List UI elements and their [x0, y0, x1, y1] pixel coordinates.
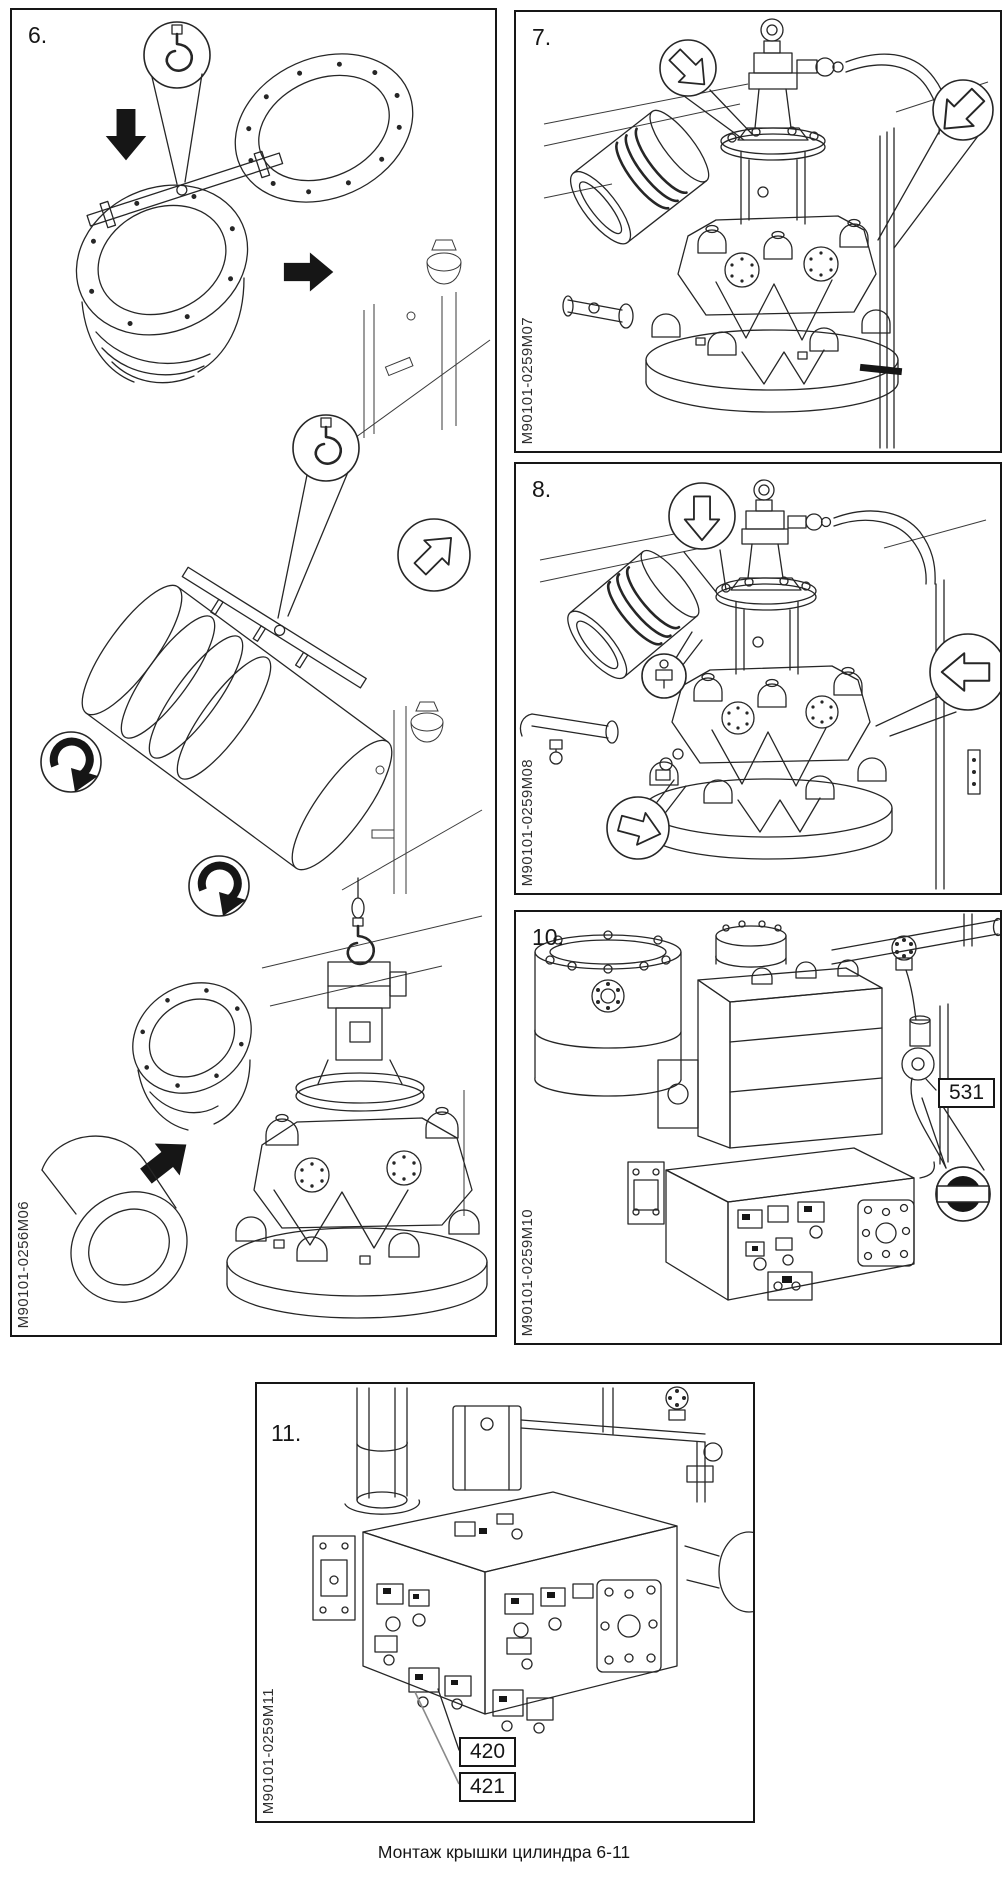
- lifting-eye-icon: [753, 479, 775, 501]
- accumulator-cylinder: [534, 930, 682, 1097]
- base-flange: [645, 309, 899, 413]
- direction-arrow-balloon: [606, 779, 687, 860]
- cylinder-cover-casting: [253, 1106, 473, 1249]
- exhaust-cylinder: [570, 109, 710, 245]
- direction-arrow-balloon: [659, 39, 753, 141]
- hydraulic-fitting: [748, 40, 950, 135]
- callout-leader-531: [925, 1078, 937, 1091]
- figure-panel-step-10: 10. M90101-0259M10 531: [514, 910, 1002, 1345]
- hydraulic-lifting-tool: [317, 961, 407, 1085]
- rotate-cw-arrow-icon: [188, 855, 250, 917]
- engine-outline-sketch: [351, 239, 491, 441]
- hydraulic-control-block: [312, 1491, 678, 1715]
- figure-panel-step-11: 11. M90101-0259M11 420 421: [255, 1382, 755, 1823]
- figure-code: M90101-0259M10: [519, 1208, 536, 1336]
- distribution-flange: [715, 576, 817, 611]
- direction-arrow-balloon: [875, 633, 1000, 737]
- base-flange: [226, 1209, 488, 1319]
- hydraulic-pipes: [935, 579, 981, 890]
- pump-block: [657, 959, 883, 1149]
- valve-cluster: [408, 1667, 554, 1734]
- step-number: 10.: [532, 924, 564, 950]
- engine-outline-sketch: [341, 701, 483, 894]
- hydraulic-control-block: [627, 1147, 915, 1301]
- callout-420: 420: [459, 1737, 517, 1767]
- ne-arrow-icon: [140, 1143, 187, 1184]
- crane-hook-icon: [346, 877, 376, 966]
- figure-panel-step-7: 7. M90101-0259M07: [514, 10, 1002, 453]
- direction-arrow-balloon: [668, 482, 736, 593]
- technical-illustration: [312, 1386, 753, 1785]
- lifting-eye-icon: [760, 18, 784, 42]
- booster-cylinder: [715, 920, 787, 968]
- figure-panel-step-6: 6. M90101-0256M06: [10, 8, 497, 1337]
- crane-hook-icon: [143, 21, 211, 185]
- tank-block: [452, 1405, 522, 1491]
- cylinder-cover-casting: [677, 215, 877, 341]
- cylinder-liner: [75, 184, 249, 384]
- spare-sleeve: [41, 1135, 188, 1303]
- figure-panel-step-8: 8. M90101-0259M08: [514, 462, 1002, 895]
- magnified-valve-detail: [641, 631, 703, 699]
- right-arrow-icon: [283, 252, 334, 292]
- hydraulic-fitting: [741, 499, 936, 585]
- direction-arrow-balloon: [877, 79, 994, 249]
- step-number: 7.: [532, 24, 552, 50]
- figure-code: M90101-0256M06: [15, 1200, 32, 1328]
- base-flange: [643, 757, 893, 860]
- side-pipe: [562, 295, 634, 329]
- cylinder-liner: [132, 982, 252, 1131]
- callout-leader-420: [437, 1688, 460, 1751]
- page-caption: Монтаж крышки цилиндра 6-11: [377, 1842, 631, 1862]
- sealing-ring: [234, 53, 414, 203]
- cylinder-cover-casting: [671, 665, 871, 787]
- figure-code: M90101-0259M08: [519, 758, 536, 886]
- magnified-seal-detail: [921, 1097, 991, 1222]
- distribution-flange: [720, 126, 826, 161]
- step-number: 11.: [271, 1420, 302, 1446]
- figure-code: M90101-0259M11: [260, 1687, 277, 1814]
- crane-hook-icon: [277, 414, 360, 619]
- supply-pipe: [831, 913, 1000, 1021]
- callout-531: 531: [938, 1078, 996, 1108]
- drain-pipe: [519, 713, 619, 765]
- top-piping: [520, 1386, 723, 1503]
- step-number: 6.: [28, 22, 48, 48]
- figure-code: M90101-0259M07: [519, 316, 536, 444]
- technical-illustration: [40, 21, 491, 1319]
- down-arrow-icon: [105, 109, 147, 161]
- technical-illustration: [519, 479, 1000, 890]
- cylinder-liner: [81, 584, 393, 871]
- hydraulic-pipes: [859, 127, 903, 449]
- callout-421: 421: [459, 1772, 517, 1802]
- direction-arrow-balloon: [397, 518, 471, 592]
- technical-illustration: [534, 913, 1000, 1301]
- exhaust-cylinder: [567, 549, 700, 680]
- rotate-cw-arrow-icon: [40, 731, 102, 793]
- lifting-beam: [86, 150, 284, 229]
- lifting-beam: [181, 566, 367, 689]
- step-number: 8.: [532, 476, 552, 502]
- cylinder-column: [344, 1387, 421, 1515]
- callout-leader-421: [414, 1691, 460, 1785]
- damper-dome: [684, 1531, 753, 1613]
- technical-illustration: [543, 18, 994, 449]
